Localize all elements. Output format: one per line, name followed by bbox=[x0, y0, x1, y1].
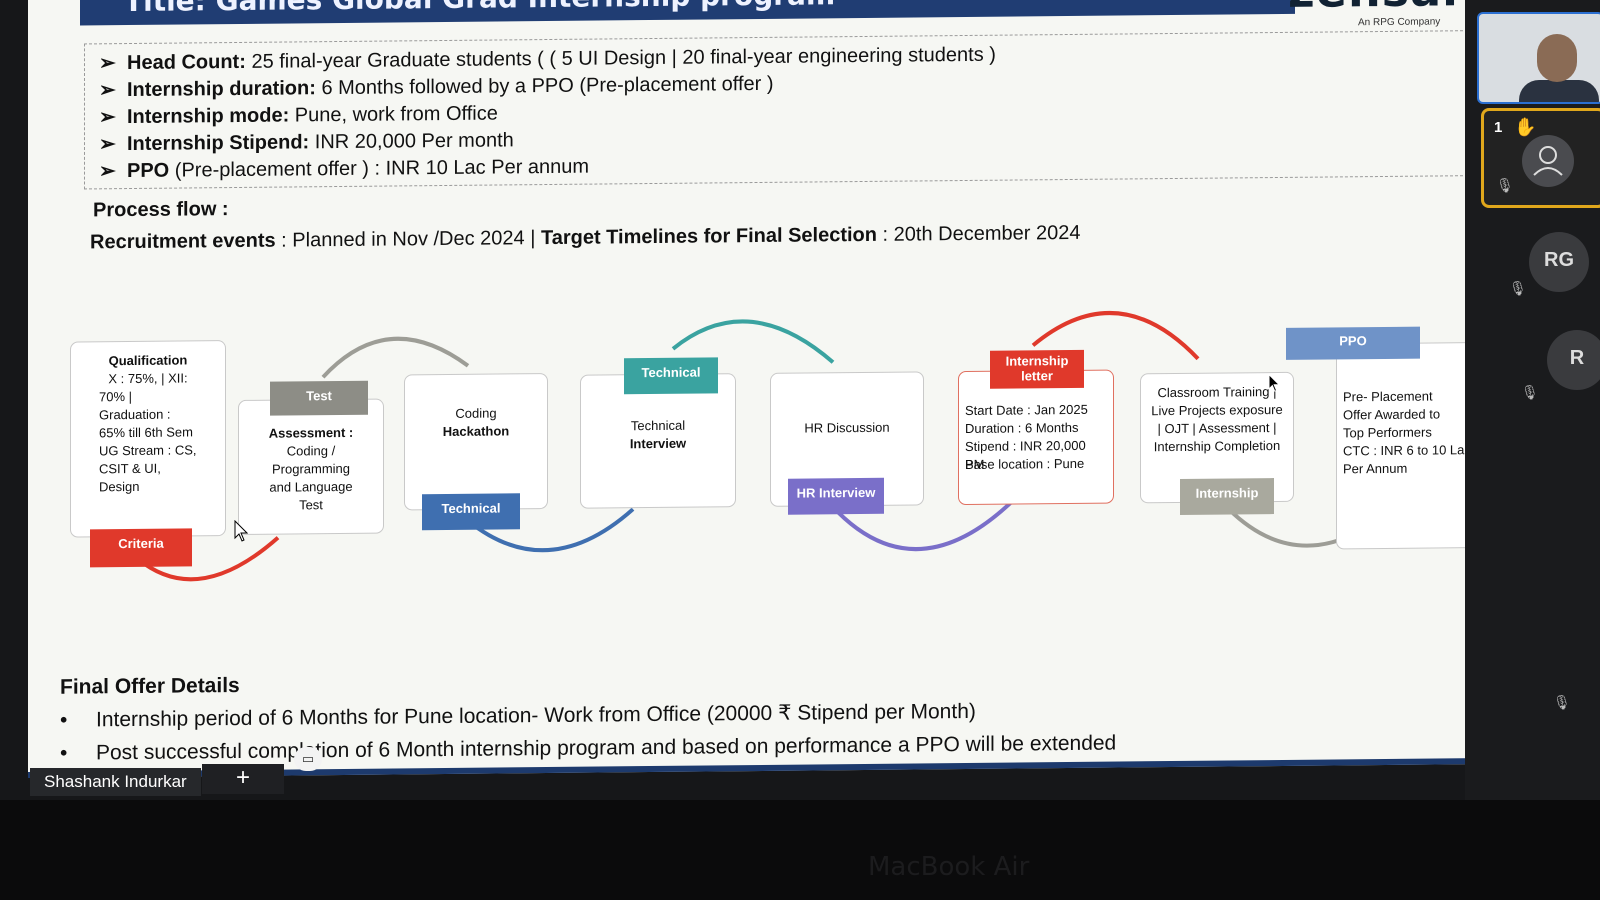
test-card: Assessment : Coding / Programming and La… bbox=[238, 398, 384, 535]
internship-line: Classroom Training | bbox=[1157, 384, 1277, 401]
final-offer-title: Final Offer Details bbox=[60, 673, 240, 699]
letter-line: Start Date : Jan 2025 bbox=[965, 401, 1088, 419]
mic-off-icon: 🎙 bbox=[1553, 694, 1571, 710]
camera-icon[interactable]: ▭ bbox=[294, 747, 322, 771]
test-line: Test bbox=[299, 497, 323, 513]
test-line: and Language bbox=[269, 478, 353, 495]
coding-hackathon-card: Coding Hackathon bbox=[404, 373, 548, 511]
add-button[interactable]: + bbox=[202, 764, 284, 794]
technical-line: Technical bbox=[630, 417, 686, 434]
qualification-line: 65% till 6th Sem bbox=[99, 424, 193, 441]
test-line: Coding / bbox=[286, 443, 336, 459]
test-line: Assessment : bbox=[268, 424, 354, 441]
arc-letter-to-internship bbox=[1031, 311, 1200, 361]
internship-line: Live Projects exposure bbox=[1151, 401, 1283, 419]
footer-url: www.zensar.com | © | bbox=[1138, 764, 1263, 778]
criteria-tag: Criteria bbox=[90, 528, 192, 568]
participant-video-tile[interactable] bbox=[1477, 12, 1600, 104]
process-flow-arcs bbox=[136, 311, 1359, 582]
ppo-tag: PPO bbox=[1286, 326, 1420, 360]
letter-line: Base location : Pune bbox=[965, 455, 1085, 473]
technical-teal-tag: Technical bbox=[624, 357, 718, 395]
presentation-slide: Title: Games Global Grad Internship prog… bbox=[28, 0, 1558, 778]
raised-hand-tile[interactable]: 1 ✋ 🎙 bbox=[1481, 108, 1600, 208]
ppo-line: CTC : INR 6 to 10 Lac bbox=[1343, 442, 1471, 459]
bullet-dot-icon: • bbox=[60, 741, 68, 765]
laptop-screen: Title: Games Global Grad Internship prog… bbox=[0, 0, 1600, 800]
mic-off-icon: 🎙 bbox=[1509, 280, 1527, 296]
arc-hr-to-letter bbox=[836, 499, 1015, 552]
device-bezel-label: MacBook Air bbox=[868, 852, 1030, 882]
mouse-pointer-icon bbox=[234, 520, 248, 542]
test-line: Programming bbox=[271, 460, 351, 477]
qualification-line: Design bbox=[99, 478, 140, 495]
arc-criteria-to-test bbox=[136, 536, 280, 582]
qualification-card: Qualification X : 75%, | XII: 70% | Grad… bbox=[70, 340, 226, 538]
internship-letter-tag: Internship letter bbox=[990, 349, 1084, 389]
ppo-line: Top Performers bbox=[1343, 424, 1432, 441]
test-tag: Test bbox=[270, 380, 368, 416]
raised-hand-count: 1 bbox=[1494, 119, 1503, 136]
tag-line: letter bbox=[1021, 368, 1053, 384]
internship-line: | OJT | Assessment | bbox=[1157, 420, 1277, 437]
qualification-line: Graduation : bbox=[99, 406, 171, 423]
coding-line: Coding bbox=[455, 405, 497, 421]
qualification-line: 70% | bbox=[99, 389, 133, 405]
letter-line: Duration : 6 Months bbox=[965, 419, 1079, 437]
participant-avatar-r[interactable]: R bbox=[1547, 330, 1600, 390]
presenter-name-chip: Shashank Indurkar bbox=[30, 768, 201, 796]
technical-line: Interview bbox=[629, 435, 687, 452]
internship-letter-card: Start Date : Jan 2025 Duration : 6 Month… bbox=[958, 369, 1114, 506]
hr-interview-tag: HR Interview bbox=[788, 477, 884, 515]
arc-coding-to-technical bbox=[466, 507, 635, 553]
qualification-line: UG Stream : CS, bbox=[99, 442, 197, 459]
participants-panel: 1 ✋ 🎙 RG 🎙 R 🎙 🎙 bbox=[1465, 0, 1600, 800]
coding-line: Hackathon bbox=[442, 423, 510, 440]
ppo-line: Offer Awarded to bbox=[1343, 406, 1441, 423]
qualification-line: X : 75%, | XII: bbox=[108, 370, 188, 387]
bullet-dot-icon: • bbox=[60, 708, 68, 732]
participant-avatar-rg[interactable]: RG bbox=[1529, 232, 1589, 292]
participant-shirt bbox=[1519, 80, 1599, 102]
arc-technical-to-hr bbox=[671, 319, 835, 364]
qualification-line: CSIT & UI, bbox=[99, 460, 161, 477]
participant-face bbox=[1537, 34, 1577, 82]
ppo-line: Pre- Placement bbox=[1343, 388, 1433, 405]
technical-blue-tag: Technical bbox=[422, 493, 520, 531]
mouse-pointer-icon bbox=[1268, 374, 1280, 392]
mic-off-icon: 🎙 bbox=[1521, 384, 1539, 400]
internship-line: Internship Completion bbox=[1153, 437, 1281, 455]
tag-line: Internship bbox=[1005, 353, 1069, 369]
user-avatar-icon bbox=[1522, 135, 1574, 187]
ppo-line: Per Annum bbox=[1343, 460, 1408, 477]
internship-tag: Internship bbox=[1180, 478, 1274, 515]
mic-off-icon: 🎙 bbox=[1496, 177, 1514, 193]
qualification-heading: Qualification bbox=[108, 352, 188, 369]
person-icon bbox=[1533, 146, 1563, 176]
arc-test-to-coding bbox=[321, 336, 470, 379]
hr-line: HR Discussion bbox=[804, 419, 890, 436]
raised-hand-icon: ✋ bbox=[1514, 117, 1537, 137]
